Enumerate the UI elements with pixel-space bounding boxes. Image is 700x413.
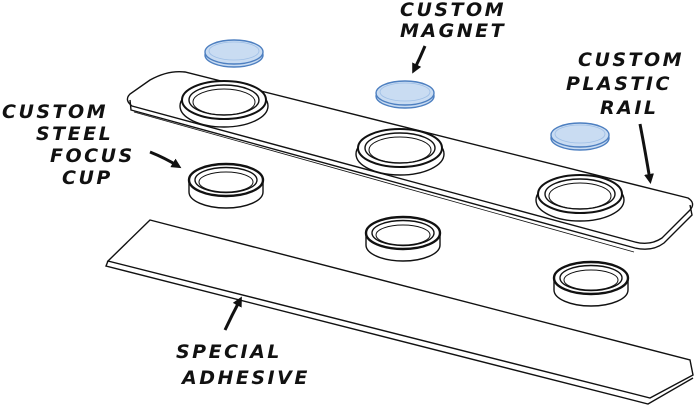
adhesive-strip (105, 219, 694, 405)
adhesive-arrow (223, 296, 242, 331)
focus-cup (552, 260, 630, 307)
magnet-arrow (412, 45, 427, 74)
cup-arrow (149, 150, 182, 169)
focus-cup (364, 215, 442, 262)
rail-socket (535, 174, 625, 222)
label-custom-plastic-rail: CUSTOM PLASTIC RAIL (566, 49, 693, 119)
magnet-disc (550, 122, 610, 151)
label-special-adhesive: SPECIAL ADHESIVE (176, 341, 310, 389)
focus-cup (187, 162, 265, 209)
magnet-disc (375, 80, 435, 109)
rail-socket (355, 128, 445, 176)
rail-socket (179, 80, 269, 128)
label-custom-steel-focus-cup: CUSTOM STEEL FOCUS CUP (2, 101, 144, 189)
rail-arrow (638, 123, 654, 184)
magnet-disc (204, 39, 264, 68)
label-custom-magnet: CUSTOM MAGNET (400, 0, 515, 42)
label-arrows (149, 45, 654, 331)
